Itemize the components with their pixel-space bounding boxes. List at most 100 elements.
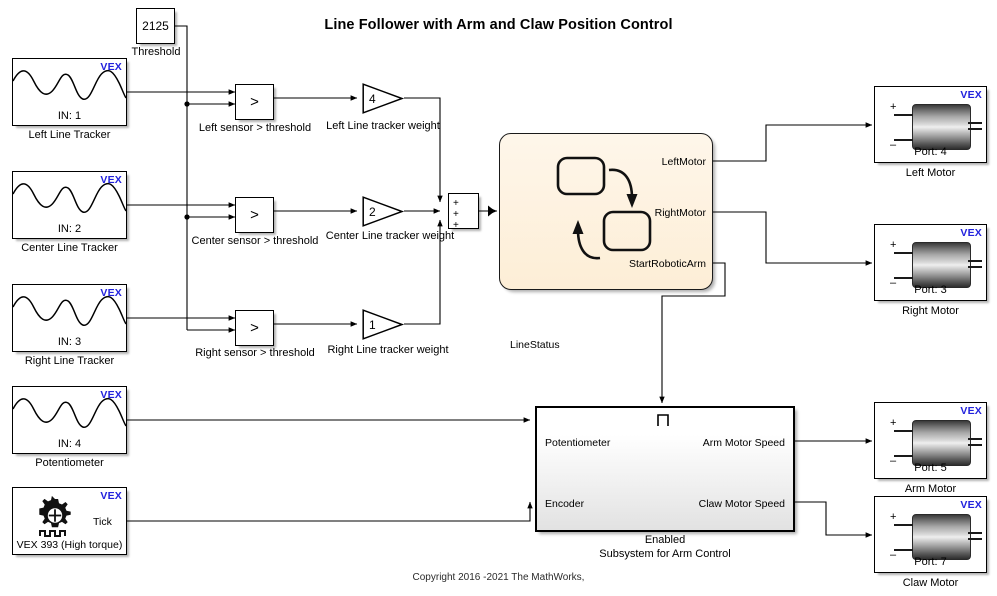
wire-junction — [184, 101, 190, 107]
threshold-value: 2125 — [142, 19, 169, 33]
claw-motor-label: Claw Motor — [902, 577, 959, 589]
claw-motor-block[interactable]: VEX + – Port: 7 — [874, 496, 987, 573]
right-line-tracker-block[interactable]: VEX IN: 3 — [12, 284, 127, 352]
left-motor-label: Left Motor — [905, 167, 956, 179]
motor-negative-terminal — [894, 549, 913, 551]
motor-plus-sign: + — [890, 511, 897, 523]
gain-value: 1 — [369, 317, 376, 332]
subsystem-label-line2: Subsystem for Arm Control — [599, 548, 731, 560]
stateflow-chart-block[interactable]: LineStatus LeftMotor RightMotor StartRob… — [499, 133, 713, 351]
motor-plus-sign: + — [890, 417, 897, 429]
comparator-operator: > — [250, 319, 259, 337]
right-line-tracker-label: Right Line Tracker — [24, 355, 115, 367]
right-comparator-block[interactable]: > — [235, 310, 274, 346]
subsystem-output-arm-motor-speed: Arm Motor Speed — [702, 437, 785, 449]
motor-port-text: Port: 3 — [914, 284, 947, 296]
chart-output-rightmotor: RightMotor — [654, 207, 706, 219]
sine-waveform-icon — [13, 182, 126, 213]
motor-positive-terminal — [894, 252, 913, 254]
left-comparator-label: Left sensor > threshold — [198, 122, 312, 134]
motor-plus-sign: + — [890, 101, 897, 113]
motor-shaft — [968, 532, 982, 534]
motor-negative-terminal — [894, 455, 913, 457]
sine-waveform-icon — [13, 295, 126, 326]
sensor-port-text: IN: 4 — [57, 438, 82, 450]
subsystem-input-encoder: Encoder — [545, 498, 585, 510]
potentiometer-label: Potentiometer — [35, 457, 104, 469]
gear-icon — [39, 496, 71, 537]
sum-sign: + — [453, 209, 459, 220]
comparator-operator: > — [250, 206, 259, 224]
sine-waveform-icon — [13, 397, 126, 428]
sum-sign: + — [453, 220, 459, 231]
encoder-block[interactable]: VEX Tick VEX 393 (High torque) — [12, 487, 127, 555]
vex-tag: VEX — [960, 405, 982, 417]
left-line-tracker-label: Left Line Tracker — [28, 129, 111, 141]
motor-icon — [912, 104, 971, 150]
vex-tag: VEX — [100, 287, 122, 299]
gain-triangle — [362, 83, 405, 114]
sensor-port-text: IN: 1 — [57, 110, 82, 122]
encoder-tick-port-label: Tick — [93, 516, 112, 528]
motor-icon — [912, 242, 971, 288]
motor-negative-terminal — [894, 139, 913, 141]
center-comparator-label: Center sensor > threshold — [191, 235, 319, 247]
left-gain-label: Left Line tracker weight — [326, 120, 440, 132]
enable-pulse-icon — [657, 414, 669, 426]
left-line-tracker-block[interactable]: VEX IN: 1 — [12, 58, 127, 126]
left-gain-block[interactable]: 4 — [362, 83, 405, 114]
encoder-model-text: VEX 393 (High torque) — [16, 539, 123, 551]
center-comparator-block[interactable]: > — [235, 197, 274, 233]
vex-tag: VEX — [960, 499, 982, 511]
wire-junction — [184, 214, 190, 220]
potentiometer-block[interactable]: VEX IN: 4 — [12, 386, 127, 454]
motor-positive-terminal — [894, 430, 913, 432]
motor-plus-sign: + — [890, 239, 897, 251]
motor-shaft — [968, 266, 982, 268]
right-motor-block[interactable]: VEX + – Port: 3 — [874, 224, 987, 301]
motor-negative-terminal — [894, 277, 913, 279]
motor-shaft — [968, 260, 982, 262]
motor-positive-terminal — [894, 524, 913, 526]
threshold-constant-block[interactable]: 2125 — [136, 8, 175, 44]
gain-value: 2 — [369, 204, 376, 219]
gain-triangle — [362, 309, 405, 340]
subsystem-output-claw-motor-speed: Claw Motor Speed — [698, 498, 785, 510]
center-gain-label: Center Line tracker weight — [325, 230, 455, 242]
chart-output-leftmotor: LeftMotor — [661, 156, 706, 168]
center-gain-block[interactable]: 2 — [362, 196, 405, 227]
center-line-tracker-block[interactable]: VEX IN: 2 — [12, 171, 127, 239]
motor-shaft — [968, 538, 982, 540]
subsystem-label-line1: Enabled — [644, 534, 686, 546]
arm-motor-block[interactable]: VEX + – Port: 5 — [874, 402, 987, 479]
enabled-subsystem-block[interactable]: Potentiometer Encoder Arm Motor Speed Cl… — [535, 406, 795, 532]
vex-tag: VEX — [100, 490, 122, 502]
motor-positive-terminal — [894, 114, 913, 116]
arm-motor-label: Arm Motor — [904, 483, 957, 495]
motor-shaft — [968, 122, 982, 124]
subsystem-input-potentiometer: Potentiometer — [545, 437, 611, 449]
chart-input-linestatus: LineStatus — [510, 339, 560, 351]
vex-tag: VEX — [960, 89, 982, 101]
chart-output-startroboticarm: StartRoboticArm — [628, 258, 706, 270]
sensor-port-text: IN: 2 — [57, 223, 82, 235]
motor-shaft — [968, 438, 982, 440]
left-comparator-block[interactable]: > — [235, 84, 274, 120]
motor-minus-sign: – — [890, 549, 897, 561]
left-motor-block[interactable]: VEX + – Port: 4 — [874, 86, 987, 163]
motor-icon — [912, 420, 971, 466]
right-motor-label: Right Motor — [902, 305, 959, 317]
state-transition-icon — [556, 156, 652, 260]
right-gain-block[interactable]: 1 — [362, 309, 405, 340]
vex-tag: VEX — [100, 61, 122, 73]
motor-port-text: Port: 7 — [914, 556, 947, 568]
sensor-port-text: IN: 3 — [57, 336, 82, 348]
sum-block[interactable]: + + + — [448, 193, 479, 231]
motor-minus-sign: – — [890, 139, 897, 151]
vex-tag: VEX — [100, 389, 122, 401]
vex-tag: VEX — [100, 174, 122, 186]
gain-value: 4 — [369, 91, 376, 106]
center-line-tracker-label: Center Line Tracker — [21, 242, 118, 254]
